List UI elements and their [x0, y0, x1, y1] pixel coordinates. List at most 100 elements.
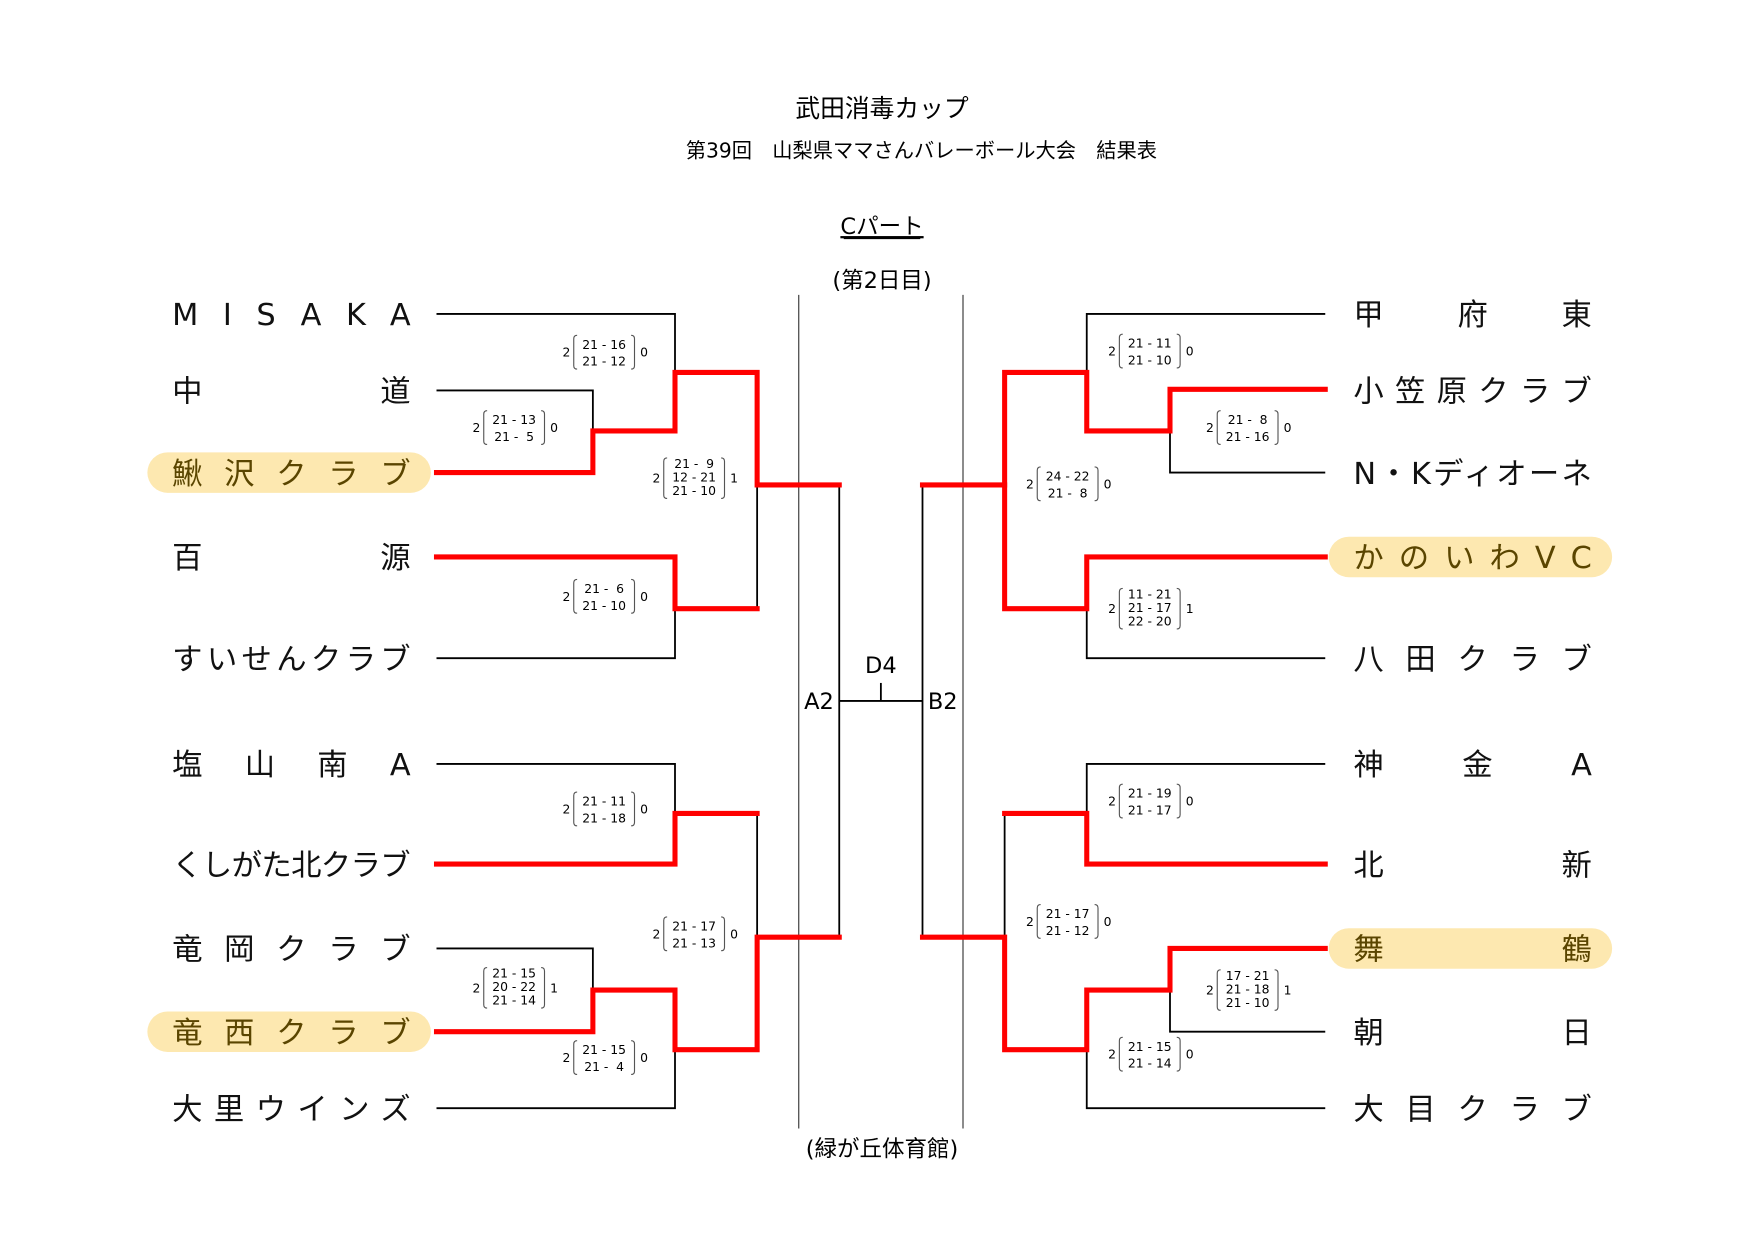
- bracket-close: [541, 967, 546, 1009]
- sets-won-left: 2: [1026, 477, 1034, 491]
- set-score: 21 - 10: [672, 484, 716, 498]
- tournament-title: 武田消毒カップ: [795, 94, 969, 123]
- score-box: 2 21 - 19 21 - 17 0: [1108, 783, 1194, 819]
- set-score: 21 - 19: [1128, 787, 1172, 801]
- sets-won-left: 2: [1108, 1048, 1116, 1062]
- sets-won-left: 2: [1026, 915, 1034, 929]
- bracket-line: [1085, 763, 1326, 814]
- team-names: MISAKA中道鰍沢クラブ百源すいせんクラブ塩山南Aくしがた北クラブ竜岡クラブ竜…: [172, 298, 1592, 1127]
- highlights: [147, 452, 1613, 1052]
- sets-won-left: 2: [1108, 795, 1116, 809]
- sets-won-right: 0: [640, 590, 648, 604]
- winner-line: [1002, 810, 1328, 867]
- score-box: 221 - 621 - 100: [563, 578, 648, 614]
- bracket-line: [436, 608, 676, 660]
- sets-won-left: 2: [473, 421, 481, 435]
- team-name: 北新: [1353, 848, 1592, 883]
- set-score: 20 - 22: [492, 980, 536, 994]
- bracket-open: [1118, 783, 1123, 819]
- sets-won-left: 2: [473, 981, 481, 995]
- part-label: Cパート: [840, 214, 923, 240]
- score-box: 2 21 - 11 21 - 10 0: [1108, 333, 1194, 369]
- bracket-open: [1216, 969, 1221, 1011]
- sets-won-right: 0: [1186, 345, 1194, 359]
- sets-won-right: 0: [1104, 915, 1112, 929]
- bracket-open: [1118, 587, 1123, 630]
- bracket-line: [1085, 313, 1326, 373]
- set-score: 21 - 14: [1128, 1057, 1172, 1071]
- set-score: 21 - 10: [1128, 354, 1172, 368]
- set-score: 21 - 13: [672, 936, 716, 950]
- sets-won-left: 2: [1108, 345, 1116, 359]
- team-name: MISAKA: [172, 298, 411, 333]
- set-score: 21 - 15: [582, 1043, 626, 1057]
- venue-label: (緑が丘体育館): [806, 1137, 959, 1163]
- set-score: 11 - 21: [1128, 588, 1172, 602]
- bracket-close: [1176, 1036, 1181, 1072]
- set-score: 21 - 16: [582, 338, 626, 352]
- team-name: 竜岡クラブ: [172, 933, 411, 968]
- bracket-close: [1176, 587, 1181, 630]
- bracket-line: [436, 947, 594, 991]
- team-name: N・Kディオーネ: [1353, 457, 1592, 492]
- set-score: 21 - 12: [582, 355, 626, 369]
- set-score: 21 - 10: [1226, 996, 1270, 1010]
- set-score: 21 - 11: [582, 795, 626, 809]
- team-name: 大目クラブ: [1353, 1092, 1592, 1127]
- bracket-line: [436, 389, 594, 431]
- bracket-lines: [433, 313, 1328, 1110]
- bracket-open: [1118, 333, 1123, 369]
- team-name: 百源: [172, 541, 411, 576]
- bracket-close: [1274, 410, 1279, 445]
- team-name: 小笠原クラブ: [1353, 375, 1592, 410]
- bracket-open: [483, 967, 488, 1009]
- team-name: 中道: [172, 375, 411, 410]
- set-score: 21 - 4: [584, 1060, 624, 1074]
- bracket-close: [631, 578, 636, 614]
- bracket-close: [541, 410, 546, 445]
- team-name: 大里ウインズ: [172, 1092, 411, 1127]
- sets-won-left: 2: [653, 927, 661, 941]
- sets-won-left: 2: [1206, 421, 1214, 435]
- sets-won-right: 0: [1186, 795, 1194, 809]
- set-score: 21 - 8: [1228, 413, 1268, 427]
- set-score: 22 - 20: [1128, 615, 1172, 629]
- set-score: 21 - 18: [582, 811, 626, 825]
- bracket-open: [1118, 1036, 1123, 1072]
- sets-won-left: 2: [563, 590, 571, 604]
- set-score: 21 - 13: [492, 413, 536, 427]
- winner-line: [1002, 369, 1328, 612]
- set-score: 21 - 17: [1128, 804, 1172, 818]
- sets-won-right: 0: [640, 1051, 648, 1065]
- set-score: 21 - 6: [584, 582, 624, 596]
- winner-line: [433, 554, 760, 612]
- bracket-close: [1176, 783, 1181, 819]
- team-highlight: [147, 452, 431, 493]
- bracket-close: [631, 334, 636, 370]
- sets-won-right: 0: [1104, 477, 1112, 491]
- set-score: 21 - 9: [674, 457, 714, 471]
- team-name: 塩山南A: [172, 748, 411, 783]
- set-score: 21 - 15: [492, 967, 536, 981]
- sets-won-right: 1: [1186, 602, 1194, 616]
- label-a2: A2: [804, 689, 834, 715]
- sets-won-left: 2: [563, 802, 571, 816]
- bracket-close: [1176, 333, 1181, 369]
- set-score: 21 - 11: [1128, 337, 1172, 351]
- set-score: 24 - 22: [1046, 469, 1090, 483]
- bracket-close: [1094, 466, 1099, 502]
- sets-won-right: 0: [730, 927, 738, 941]
- set-score: 21 - 5: [494, 430, 534, 444]
- set-score: 21 - 16: [1226, 430, 1270, 444]
- team-name: 朝日: [1353, 1016, 1592, 1051]
- set-score: 21 - 12: [1046, 924, 1090, 938]
- bracket-line: [436, 1049, 676, 1110]
